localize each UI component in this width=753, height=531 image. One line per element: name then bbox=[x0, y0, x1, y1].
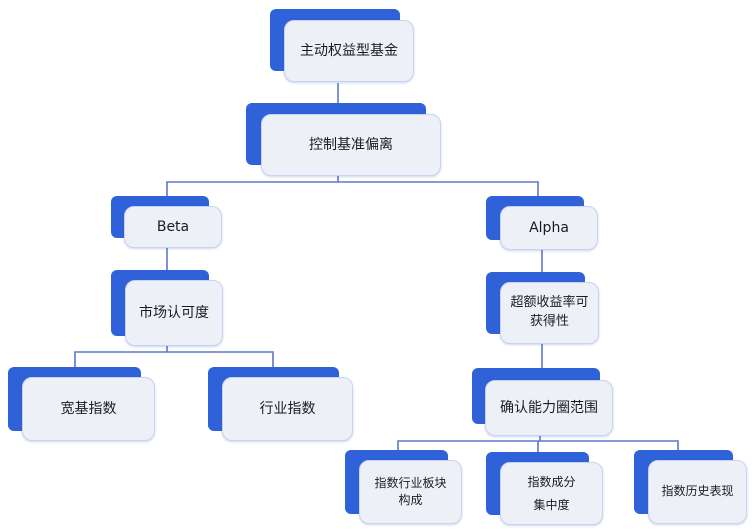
node-excess-return-label: 超额收益率可 获得性 bbox=[500, 282, 599, 344]
node-capability-scope-label: 确认能力圈范围 bbox=[485, 380, 613, 436]
node-control: 控制基准偏离 bbox=[246, 103, 443, 177]
node-broad-index: 宽基指数 bbox=[8, 367, 156, 443]
node-index-history: 指数历史表现 bbox=[634, 450, 748, 526]
connector-capability-children bbox=[397, 435, 679, 452]
node-sector-composition-label: 指数行业板块 构成 bbox=[359, 460, 462, 524]
node-broad-index-label: 宽基指数 bbox=[22, 377, 155, 441]
node-market-recognition: 市场认可度 bbox=[111, 270, 225, 348]
node-control-label: 控制基准偏离 bbox=[261, 114, 441, 176]
node-beta-label: Beta bbox=[124, 206, 222, 248]
connector-control-branches bbox=[166, 175, 539, 196]
node-alpha-label: Alpha bbox=[500, 206, 598, 250]
node-market-recognition-label: 市场认可度 bbox=[125, 280, 223, 346]
node-constituent-concentration-label: 指数成分 集中度 bbox=[500, 462, 603, 525]
node-capability-scope: 确认能力圈范围 bbox=[472, 368, 614, 437]
node-index-history-label: 指数历史表现 bbox=[648, 460, 747, 524]
node-constituent-concentration: 指数成分 集中度 bbox=[486, 452, 604, 527]
node-industry-index-label: 行业指数 bbox=[222, 377, 353, 441]
node-root-label: 主动权益型基金 bbox=[284, 20, 414, 82]
node-root: 主动权益型基金 bbox=[270, 9, 416, 83]
node-industry-index: 行业指数 bbox=[208, 367, 354, 443]
node-excess-return: 超额收益率可 获得性 bbox=[486, 272, 600, 346]
node-sector-composition: 指数行业板块 构成 bbox=[345, 450, 463, 526]
node-alpha: Alpha bbox=[486, 196, 600, 252]
connector-market-children bbox=[74, 345, 274, 367]
node-beta: Beta bbox=[111, 196, 224, 250]
